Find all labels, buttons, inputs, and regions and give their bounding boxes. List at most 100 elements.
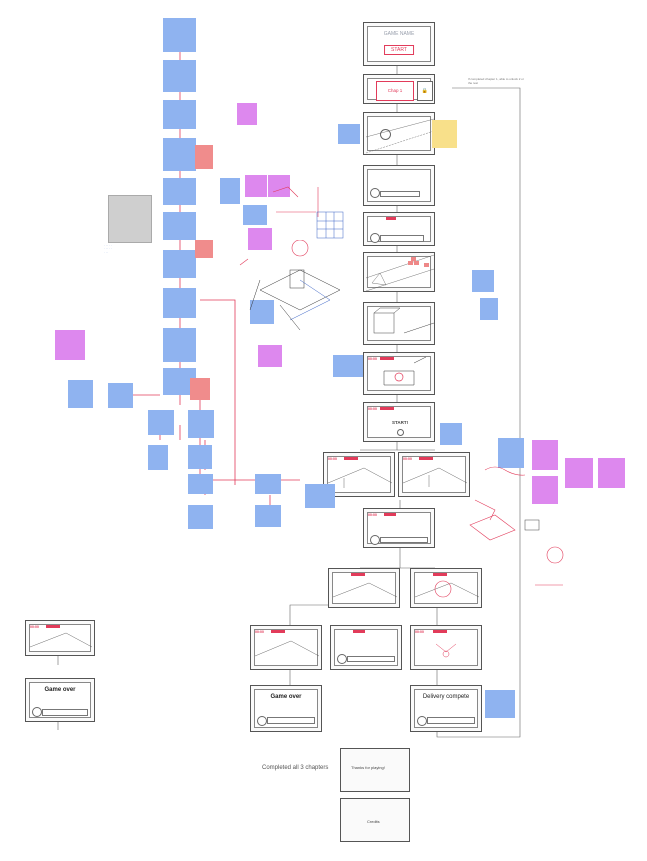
frame-gameplay-left[interactable]: 00:00 <box>25 620 95 656</box>
frame-dialog-4[interactable] <box>330 625 402 670</box>
sticky-step[interactable] <box>163 178 196 205</box>
sticky-note-blue[interactable] <box>305 484 335 508</box>
locked-chapter-card[interactable]: 🔒 <box>417 81 433 101</box>
sticky-step[interactable] <box>68 380 93 408</box>
sticky-step[interactable] <box>163 60 196 92</box>
start-label: START! <box>392 420 409 425</box>
progress-bar <box>419 457 433 460</box>
sticky-step[interactable] <box>163 288 196 318</box>
timer: 00:00 <box>30 625 39 629</box>
character-head <box>380 129 391 140</box>
sticky-step[interactable] <box>163 328 196 362</box>
sticky-note-blue[interactable] <box>440 423 462 445</box>
frame-dialog-2[interactable] <box>363 212 435 246</box>
sticky-note-blue[interactable] <box>338 124 360 144</box>
sticky-step[interactable] <box>108 383 133 408</box>
sticky-note-blue[interactable] <box>333 355 363 377</box>
frame-thanks[interactable]: Thanks for playing! <box>340 748 410 792</box>
timer: 00:00 <box>368 407 377 411</box>
frame-game-over[interactable]: Game over <box>250 685 322 732</box>
frame-credits[interactable]: Credits <box>340 798 410 842</box>
completed-label: Completed all 3 chapters <box>262 765 329 771</box>
sticky-note-pink[interactable] <box>268 175 290 197</box>
timer: 00:00 <box>368 357 377 361</box>
frame-delivery-complete[interactable]: Delivery compete <box>410 685 482 732</box>
sticky-note-red[interactable] <box>190 378 210 400</box>
sticky-note-blue[interactable] <box>485 690 515 718</box>
sticky-note-yellow[interactable] <box>432 120 457 148</box>
sticky-note-pink[interactable] <box>248 228 272 250</box>
frame-gameplay-3b[interactable] <box>410 568 482 608</box>
sticky-step[interactable] <box>163 212 196 240</box>
frame-gameplay-4a[interactable]: 00:00 <box>250 625 322 670</box>
sticky-note-pink[interactable] <box>258 345 282 367</box>
dialog-box <box>380 537 428 543</box>
frame-gameplay-2a[interactable]: 00:00 <box>323 452 395 497</box>
chapter-1-card[interactable]: Chap 1 <box>376 81 414 101</box>
gameplay-sketch <box>402 467 468 487</box>
frame-start[interactable]: 00:00 START! <box>363 402 435 442</box>
progress-bar <box>271 630 285 633</box>
gameplay-sketch <box>435 643 457 658</box>
annotation-unlock: If completed chapter 1, able to unlock 2… <box>468 77 524 85</box>
sticky-note-red[interactable] <box>195 145 213 169</box>
frame-scene-3d[interactable] <box>363 302 435 345</box>
sticky-step[interactable] <box>188 445 212 469</box>
character-head <box>370 233 380 243</box>
progress-bar <box>433 630 447 633</box>
sticky-step[interactable] <box>188 474 213 494</box>
frame-gameplay-1[interactable]: 00:00 <box>363 352 435 395</box>
sticky-note-pink[interactable] <box>245 175 267 197</box>
game-name-title: GAME NAME <box>383 31 415 37</box>
progress-bar <box>344 457 358 460</box>
sticky-note-pink[interactable] <box>532 440 558 470</box>
sticky-note-blue[interactable] <box>220 178 240 204</box>
frame-gameplay-2b[interactable]: 00:00 <box>398 452 470 497</box>
frame-map-view[interactable] <box>363 252 435 292</box>
progress-bar <box>380 357 394 360</box>
progress-bar <box>384 513 396 516</box>
sticky-note-blue[interactable] <box>243 205 267 225</box>
player-marker <box>397 429 404 436</box>
sticky-step[interactable] <box>148 410 174 435</box>
gameplay-sketch <box>383 356 427 386</box>
progress-bar <box>351 573 365 576</box>
sticky-step[interactable] <box>188 410 214 438</box>
sticky-step[interactable] <box>148 445 168 470</box>
sticky-step[interactable] <box>163 100 196 129</box>
frame-gameplay-4b[interactable]: 00:00 <box>410 625 482 670</box>
dialog-box <box>380 191 420 197</box>
sticky-step[interactable] <box>163 250 196 278</box>
progress-bar <box>386 217 396 220</box>
frame-dialog-1[interactable] <box>363 165 435 206</box>
sticky-step[interactable] <box>188 505 213 529</box>
frame-chapter-select[interactable]: Chap 1 🔒 <box>363 74 435 104</box>
dialog-box <box>267 717 315 724</box>
sticky-note-pink[interactable] <box>598 458 625 488</box>
sticky-note-blue[interactable] <box>472 270 494 292</box>
sticky-note-red[interactable] <box>195 240 213 258</box>
sketch-doodles-right <box>469 466 564 586</box>
sticky-step[interactable] <box>255 505 281 527</box>
sticky-note-pink[interactable] <box>237 103 257 125</box>
character-head <box>257 716 267 726</box>
dialog-box <box>380 235 424 242</box>
sticky-step[interactable] <box>163 18 196 52</box>
frame-dialog-3[interactable]: 00:00 <box>363 508 435 548</box>
sticky-note-blue[interactable] <box>498 438 524 468</box>
sticky-note-blue[interactable] <box>480 298 498 320</box>
sticky-step[interactable] <box>163 138 196 171</box>
sticky-note-pink[interactable] <box>565 458 593 488</box>
frame-gameplay-3a[interactable] <box>328 568 400 608</box>
frame-game-over-left[interactable]: Game over <box>25 678 95 722</box>
sticky-note-pink[interactable] <box>532 476 558 504</box>
frame-title-screen[interactable]: GAME NAME START <box>363 22 435 66</box>
sticky-note-blue[interactable] <box>250 300 274 324</box>
sticky-step[interactable] <box>255 474 281 494</box>
frame-intro-scene[interactable] <box>363 112 435 155</box>
credits-text: Credits <box>367 819 380 824</box>
sticky-note-pink[interactable] <box>55 330 85 360</box>
start-button[interactable]: START <box>384 45 414 55</box>
